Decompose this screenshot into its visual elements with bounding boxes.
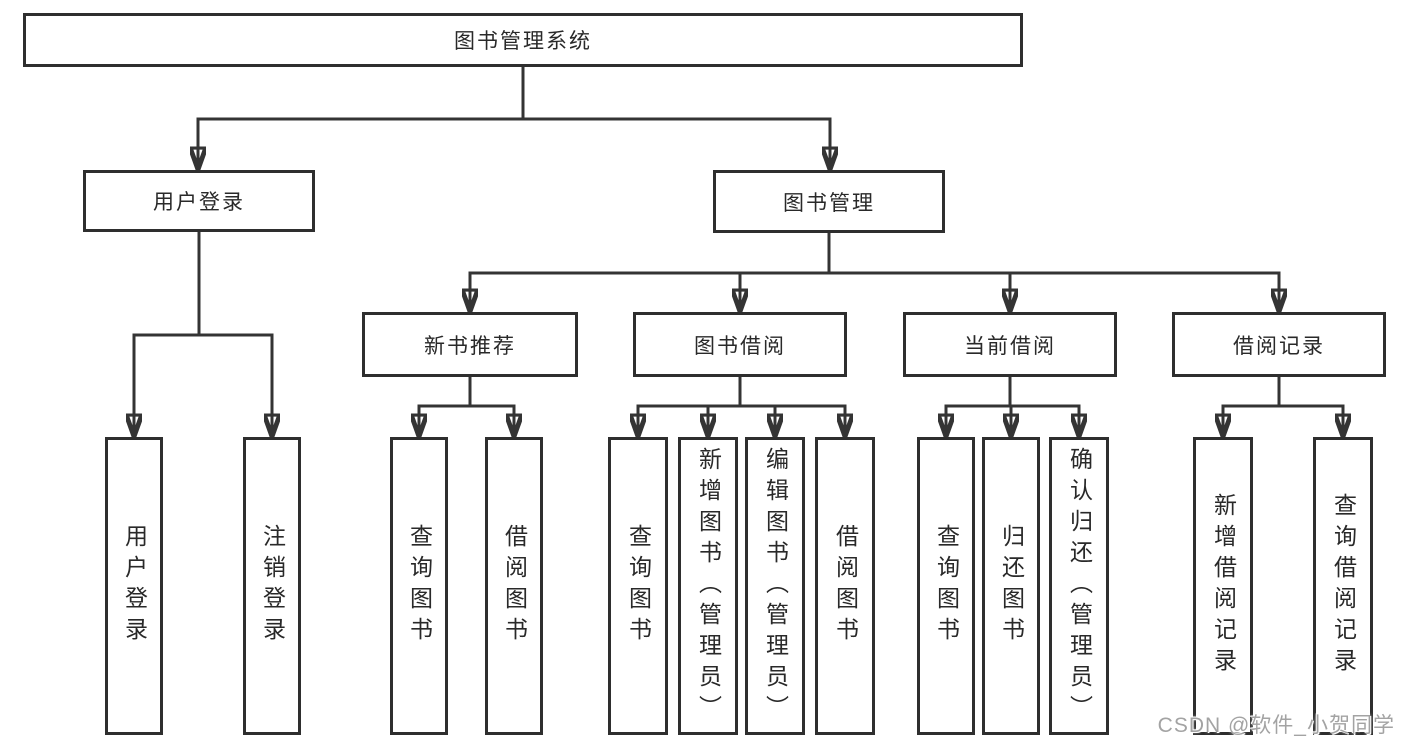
node-label: 确认归还（管理员）	[1066, 446, 1093, 726]
leaf-query-borrow-record: 查询借阅记录	[1313, 437, 1373, 735]
node-label: 查询借阅记录	[1330, 493, 1357, 679]
leaf-logout-login: 注销登录	[243, 437, 301, 735]
leaf-borrow-books-recommend: 借阅图书	[485, 437, 543, 735]
leaf-add-books-admin: 新增图书（管理员）	[678, 437, 738, 735]
leaf-confirm-return-admin: 确认归还（管理员）	[1049, 437, 1109, 735]
node-book-management: 图书管理	[713, 170, 945, 233]
connector-book-borrowing-children	[637, 375, 847, 435]
leaf-edit-books-admin: 编辑图书（管理员）	[745, 437, 805, 735]
connector-borrowing-records-children	[1222, 375, 1345, 435]
leaf-query-books-current: 查询图书	[917, 437, 975, 735]
watermark: CSDN @软件_小贺同学	[1157, 714, 1395, 737]
node-book-borrowing: 图书借阅	[633, 312, 847, 377]
node-label: 新书推荐	[424, 334, 516, 358]
node-label: 查询图书	[406, 524, 433, 648]
node-label: 当前借阅	[964, 334, 1056, 358]
node-label: 注销登录	[259, 524, 286, 648]
node-label: 用户登录	[153, 191, 245, 214]
node-label: 用户登录	[121, 524, 148, 648]
node-label: 编辑图书（管理员）	[762, 446, 789, 726]
node-label: 新增图书（管理员）	[695, 446, 722, 726]
node-label: 图书管理系统	[454, 30, 592, 53]
connector-book-management-children	[469, 231, 1281, 310]
leaf-user-login: 用户登录	[105, 437, 163, 735]
node-borrowing-records: 借阅记录	[1172, 312, 1386, 377]
leaf-query-books-borrowing: 查询图书	[608, 437, 668, 735]
node-label: 新增借阅记录	[1210, 493, 1237, 679]
node-label: 借阅记录	[1233, 334, 1325, 358]
connector-user-login-children	[133, 230, 274, 435]
node-label: 借阅图书	[501, 524, 528, 648]
node-label: 归还图书	[998, 524, 1025, 648]
node-label: 图书管理	[783, 191, 875, 215]
leaf-add-borrow-record: 新增借阅记录	[1193, 437, 1253, 735]
node-label: 查询图书	[933, 524, 960, 648]
leaf-return-books: 归还图书	[982, 437, 1040, 735]
node-library-system: 图书管理系统	[23, 13, 1023, 67]
node-user-login: 用户登录	[83, 170, 315, 232]
leaf-borrow-books: 借阅图书	[815, 437, 875, 735]
node-current-borrowing: 当前借阅	[903, 312, 1117, 377]
node-label: 图书借阅	[694, 334, 786, 358]
node-label: 借阅图书	[832, 524, 859, 648]
node-label: 查询图书	[625, 524, 652, 648]
connector-current-borrowing-children	[945, 375, 1081, 435]
leaf-query-books-recommend: 查询图书	[390, 437, 448, 735]
connector-root-to-level2	[197, 66, 832, 168]
connector-new-book-children	[418, 375, 516, 435]
node-new-book-recommendation: 新书推荐	[362, 312, 578, 377]
